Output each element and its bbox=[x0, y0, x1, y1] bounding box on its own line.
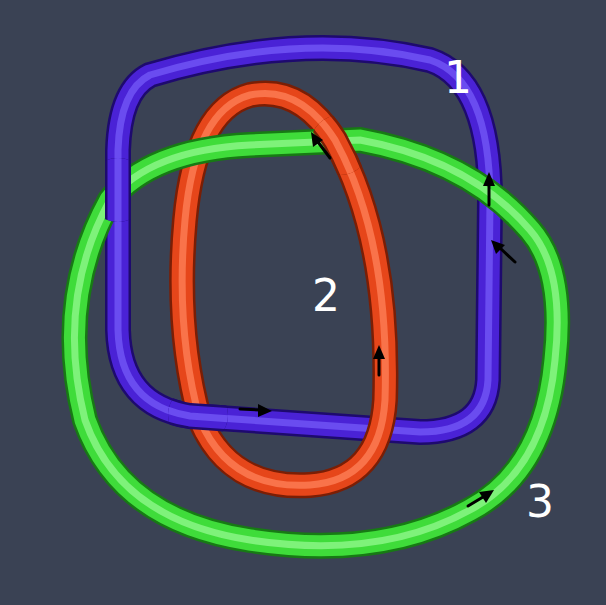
direction-arrows bbox=[240, 132, 515, 506]
ring-1-crossing bbox=[118, 48, 490, 432]
ring-3 bbox=[74, 140, 557, 546]
ring-number: 1 bbox=[444, 56, 472, 100]
ring-1-crossing bbox=[118, 48, 490, 432]
ring-number: 3 bbox=[526, 480, 554, 524]
ring-number: 2 bbox=[312, 274, 340, 318]
